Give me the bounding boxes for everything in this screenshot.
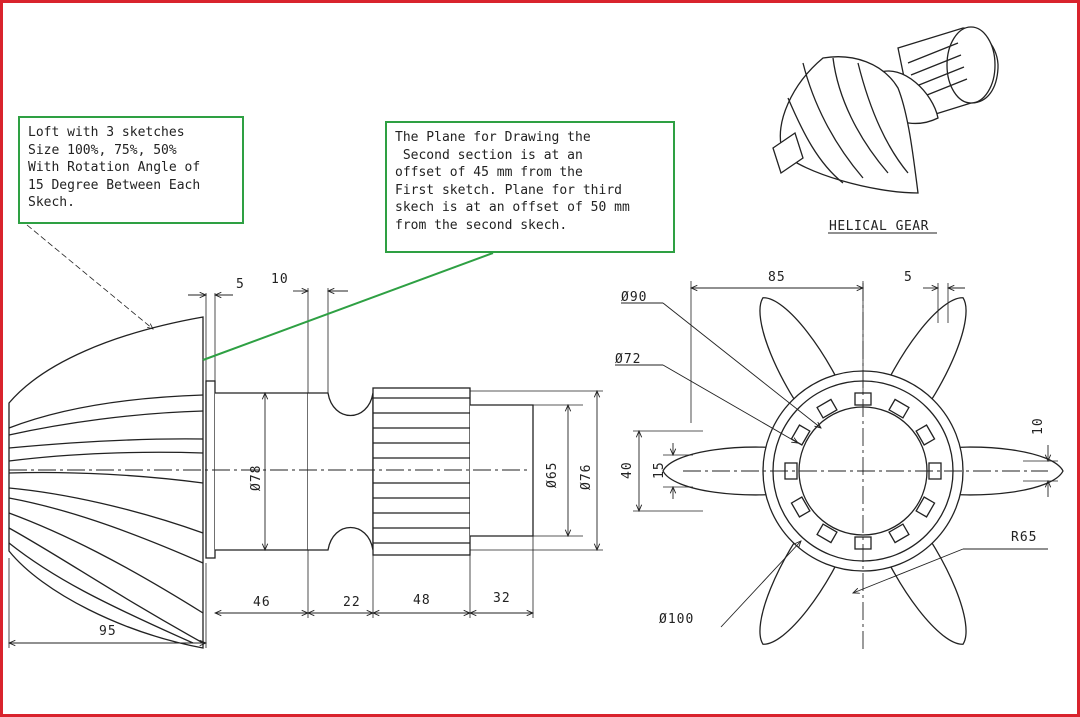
helical-gear-isometric <box>772 26 999 194</box>
dim-dia90: Ø90 <box>621 290 647 305</box>
dim-dia65: Ø65 <box>545 462 560 488</box>
loft-note: Loft with 3 sketches Size 100%, 75%, 50%… <box>18 116 244 224</box>
dim-dia72: Ø72 <box>615 352 641 367</box>
dim-5: 5 <box>236 277 245 292</box>
dim-85: 85 <box>768 270 786 285</box>
flange-disc <box>205 380 216 559</box>
dim-dia76: Ø76 <box>579 464 594 490</box>
neck-groove <box>308 392 374 551</box>
dim-10: 10 <box>271 272 289 287</box>
spline-section <box>372 387 471 556</box>
dim-48: 48 <box>413 593 431 608</box>
dim-15: 15 <box>652 461 667 479</box>
dim-40: 40 <box>620 461 635 479</box>
dim-r65: R65 <box>1011 530 1037 545</box>
helical-cone <box>8 316 204 649</box>
front-view-dimension-labels: 85 5 Ø90 Ø72 Ø100 40 15 10 R65 <box>615 270 1046 627</box>
loft-leader-line <box>26 224 153 329</box>
dim-22: 22 <box>343 595 361 610</box>
dim-95: 95 <box>99 624 117 639</box>
gear-caption: HELICAL GEAR <box>829 219 929 234</box>
technical-drawing: 5 10 46 22 48 32 95 Ø78 Ø65 Ø76 <box>3 26 1064 657</box>
end-shaft <box>470 404 534 537</box>
plane-note: The Plane for Drawing the Second section… <box>385 121 675 253</box>
dim-32: 32 <box>493 591 511 606</box>
dim-front-10: 10 <box>1031 417 1046 435</box>
front-view <box>615 281 1064 657</box>
side-view <box>8 288 603 649</box>
dim-dia100: Ø100 <box>659 612 694 627</box>
dim-46: 46 <box>253 595 271 610</box>
side-view-dimension-labels: 5 10 46 22 48 32 95 Ø78 Ø65 Ø76 <box>99 272 594 639</box>
dim-dia78: Ø78 <box>249 465 264 491</box>
plane-callout-line <box>202 252 494 361</box>
dim-front-5: 5 <box>904 270 913 285</box>
